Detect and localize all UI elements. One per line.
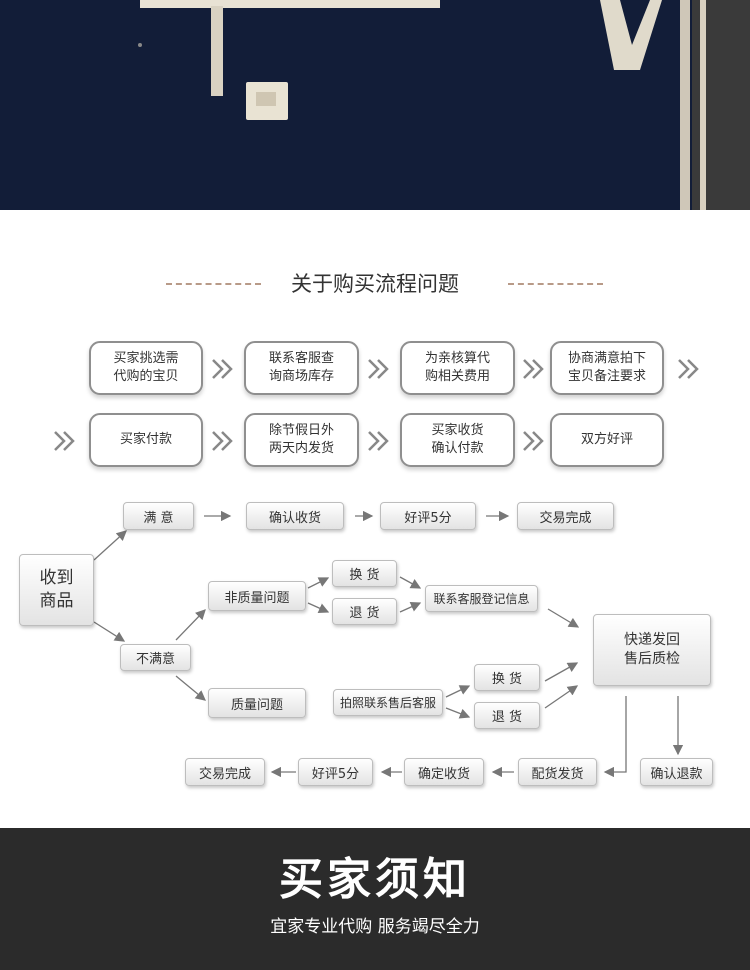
box-label: 确定收货 — [418, 763, 470, 782]
box-label: 好评5分 — [312, 763, 359, 782]
box-label: 确认收货 — [269, 507, 321, 526]
good-review-box: 好评5分 — [380, 502, 476, 530]
arrow — [176, 610, 205, 640]
box-label: 确认退款 — [650, 763, 702, 782]
arrow — [548, 609, 578, 627]
unsatisfied-box: 不满意 — [120, 644, 191, 671]
box-label: 退 货 — [349, 602, 379, 621]
box-label: 换 货 — [492, 668, 522, 687]
box-label: 拍照联系售后客服 — [340, 694, 436, 711]
photo-contact-box: 拍照联系售后客服 — [333, 689, 443, 716]
arrow — [94, 531, 126, 560]
return-box: 退 货 — [332, 598, 397, 625]
box-label: 质量问题 — [231, 694, 283, 713]
box-label: 交易完成 — [539, 507, 591, 526]
box-label: 交易完成 — [199, 763, 251, 782]
non-quality-issue-box: 非质量问题 — [208, 581, 306, 611]
arrow — [446, 686, 469, 697]
box-label: 好评5分 — [404, 507, 451, 526]
arrow — [605, 696, 626, 772]
box-label: 快递发回 售后质检 — [624, 631, 680, 669]
good-review-box: 好评5分 — [298, 758, 373, 786]
arrow — [400, 577, 420, 588]
confirm-receipt-box: 确认收货 — [246, 502, 344, 530]
box-label: 不满意 — [136, 648, 175, 667]
exchange-box: 换 货 — [332, 560, 397, 587]
trade-complete-box: 交易完成 — [185, 758, 265, 786]
box-label: 收到 商品 — [40, 567, 74, 613]
quality-issue-box: 质量问题 — [208, 688, 306, 718]
box-label: 退 货 — [492, 706, 522, 725]
arrow — [308, 603, 328, 612]
box-label: 换 货 — [349, 564, 379, 583]
box-label: 非质量问题 — [224, 587, 289, 606]
arrow — [400, 603, 420, 612]
exchange-box: 换 货 — [474, 664, 540, 691]
confirm-refund-box: 确认退款 — [640, 758, 713, 786]
satisfied-box: 满 意 — [123, 502, 194, 530]
ship-goods-box: 配货发货 — [518, 758, 597, 786]
banner-title: 买家须知 — [0, 850, 750, 910]
trade-complete-box: 交易完成 — [517, 502, 614, 530]
confirm-receipt-box: 确定收货 — [404, 758, 484, 786]
box-label: 联系客服登记信息 — [433, 590, 529, 607]
arrow — [308, 578, 328, 588]
box-label: 满 意 — [143, 507, 173, 526]
contact-service-box: 联系客服登记信息 — [425, 585, 538, 612]
arrow — [545, 663, 577, 681]
received-goods-box: 收到 商品 — [19, 554, 94, 626]
banner-subtitle: 宜家专业代购 服务竭尽全力 — [0, 914, 750, 940]
notice-banner: 买家须知 宜家专业代购 服务竭尽全力 — [0, 828, 750, 970]
box-label: 配货发货 — [531, 763, 583, 782]
return-box: 退 货 — [474, 702, 540, 729]
arrow — [94, 622, 124, 641]
arrow — [446, 708, 469, 717]
arrow — [176, 676, 205, 700]
express-return-box: 快递发回 售后质检 — [593, 614, 711, 686]
arrow — [545, 686, 577, 708]
